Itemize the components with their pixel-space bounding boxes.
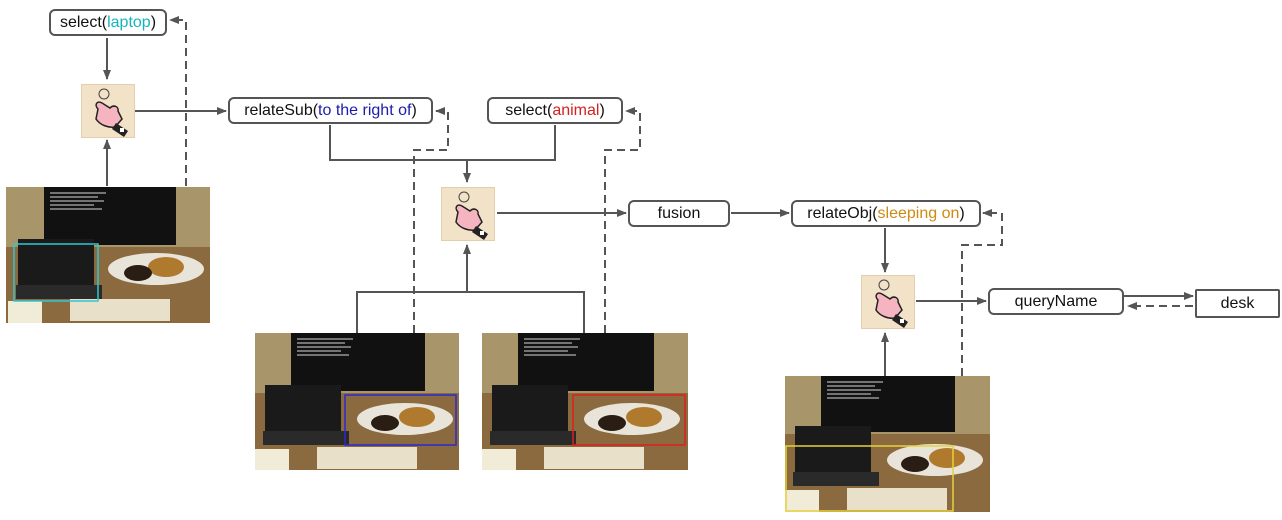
desk-photo-laptop <box>6 187 210 323</box>
dashed-photo2-to-relatesub <box>413 107 449 333</box>
edge-relatesub-to-module2 <box>329 125 467 161</box>
desk-photo-subject <box>255 333 459 470</box>
module-hand-icon <box>861 275 915 329</box>
edge-photos-to-module2 <box>356 291 585 333</box>
node-select-animal: select(animal) <box>487 97 623 124</box>
argument-to-the-right-of: to the right of <box>318 102 412 119</box>
argument-sleeping-on: sleeping on <box>877 205 960 222</box>
dashed-photo4-to-relateobj <box>961 209 1003 376</box>
dashed-photo3-to-select-animal <box>604 107 641 333</box>
desk-photo-animal <box>482 333 688 470</box>
node-relate-sub: relateSub(to the right of) <box>228 97 433 124</box>
module-hand-icon <box>441 187 495 241</box>
node-answer-desk: desk <box>1195 289 1280 318</box>
argument-animal: animal <box>552 102 600 119</box>
node-fusion: fusion <box>628 200 730 227</box>
argument-laptop: laptop <box>107 14 151 31</box>
dashed-photo1-to-select-laptop <box>169 16 187 186</box>
node-query-name: queryName <box>988 288 1124 315</box>
node-select-laptop: select(laptop) <box>49 9 167 36</box>
node-relate-obj: relateObj(sleeping on) <box>791 200 981 227</box>
desk-photo-object <box>785 376 990 512</box>
module-hand-icon <box>81 84 135 138</box>
edge-select-animal-to-module2 <box>467 125 556 161</box>
